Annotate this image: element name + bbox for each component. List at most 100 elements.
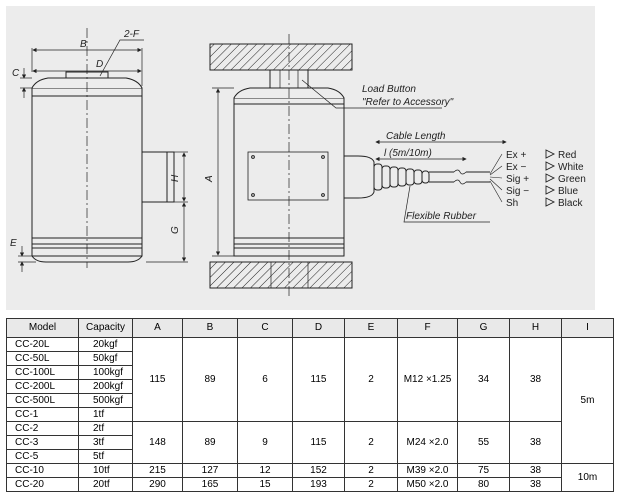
dim-label-e: E <box>10 238 17 249</box>
dim-g-cell: 80 <box>457 477 510 492</box>
flexible-rubber-label: Flexible Rubber <box>406 211 477 222</box>
dimension-labels: B 2-F D C H G E A <box>10 29 215 249</box>
wire-row-ex-plus: Ex + Red <box>506 149 576 161</box>
dim-a-cell: 290 <box>132 477 183 492</box>
triangle-right-icon <box>545 173 556 183</box>
dim-e-cell: 2 <box>344 337 398 422</box>
dim-g-cell: 75 <box>457 463 510 478</box>
dim-label-2f: 2-F <box>123 29 140 40</box>
column-header: Capacity <box>78 318 133 338</box>
dim-c-cell: 12 <box>237 463 293 478</box>
column-header: D <box>292 318 345 338</box>
table-row: CC-50L 50kgf <box>6 351 614 366</box>
table-row: CC-200L 200kgf <box>6 379 614 394</box>
wire-color: Blue <box>558 186 578 197</box>
dim-f-cell: M39 ×2.0 <box>397 463 458 478</box>
capacity-cell: 20tf <box>78 477 133 492</box>
dim-d-cell: 115 <box>292 421 345 464</box>
triangle-right-icon <box>545 197 556 207</box>
dim-e-cell: 2 <box>344 477 398 492</box>
column-header: C <box>237 318 293 338</box>
load-button-label: Load Button <box>362 84 416 95</box>
dim-d-cell: 152 <box>292 463 345 478</box>
dim-d-cell: 193 <box>292 477 345 492</box>
capacity-cell: 20kgf <box>78 337 133 352</box>
table-row: CC-2 2tf 148 89 9 115 2 M24 ×2.0 55 38 <box>6 421 614 464</box>
wire-row-ex-minus: Ex − White <box>506 161 584 173</box>
capacity-cell: 200kgf <box>78 379 133 394</box>
column-header: B <box>182 318 238 338</box>
column-header: E <box>344 318 398 338</box>
table-row: CC-1 1tf <box>6 407 614 422</box>
column-header: G <box>457 318 510 338</box>
table-row: CC-500L 500kgf <box>6 393 614 408</box>
dim-h-cell: 38 <box>509 463 562 478</box>
table-row: CC-20 20tf 290 165 15 193 2 M50 ×2.0 80 … <box>6 477 614 492</box>
model-cell: CC-20 <box>6 477 79 492</box>
model-cell: CC-200L <box>6 379 79 394</box>
table-row: CC-3 3tf <box>6 435 614 450</box>
model-cell: CC-100L <box>6 365 79 380</box>
front-view <box>18 28 188 272</box>
column-header: F <box>397 318 458 338</box>
dim-e-cell: 2 <box>344 463 398 478</box>
capacity-cell: 3tf <box>78 435 133 450</box>
triangle-right-icon <box>545 185 556 195</box>
cable-length-label: Cable Length <box>386 131 446 142</box>
dim-b-cell: 165 <box>182 477 238 492</box>
capacity-cell: 50kgf <box>78 351 133 366</box>
dim-c-cell: 6 <box>237 337 293 422</box>
dim-label-c: C <box>12 68 20 79</box>
model-cell: CC-5 <box>6 449 79 464</box>
model-cell: CC-10 <box>6 463 79 478</box>
wire-signal: Sig − <box>506 186 529 197</box>
dim-f-cell: M24 ×2.0 <box>397 421 458 464</box>
callout-labels: Load Button "Refer to Accessory" Cable L… <box>362 84 477 222</box>
wire-row-shield: Sh Black <box>506 197 583 209</box>
dim-e-cell: 2 <box>344 421 398 464</box>
dim-c-cell: 9 <box>237 421 293 464</box>
table-row: CC-10 10tf 215 127 12 152 2 M39 ×2.0 75 … <box>6 463 614 492</box>
capacity-cell: 2tf <box>78 421 133 436</box>
dim-d-cell: 115 <box>292 337 345 422</box>
dim-f-cell: M12 ×1.25 <box>397 337 458 422</box>
accessory-note: "Refer to Accessory" <box>362 97 454 108</box>
model-cell: CC-500L <box>6 393 79 408</box>
wire-row-sig-minus: Sig − Blue <box>506 185 578 197</box>
dim-h-cell: 38 <box>509 477 562 492</box>
dim-label-a: A <box>204 175 215 183</box>
dim-a-cell: 115 <box>132 337 183 422</box>
dim-c-cell: 15 <box>237 477 293 492</box>
dim-a-cell: 215 <box>132 463 183 478</box>
triangle-right-icon <box>545 161 556 171</box>
model-cell: CC-3 <box>6 435 79 450</box>
dim-f-cell: M50 ×2.0 <box>397 477 458 492</box>
dim-label-g: G <box>170 226 181 234</box>
dim-h-cell: 38 <box>509 337 562 422</box>
dim-g-cell: 55 <box>457 421 510 464</box>
capacity-cell: 100kgf <box>78 365 133 380</box>
dim-a-cell: 148 <box>132 421 183 464</box>
spec-table: Model Capacity A B C D E F G H I CC-20L … <box>6 318 614 492</box>
dim-i-cell: 5m <box>561 337 614 464</box>
column-header: A <box>132 318 183 338</box>
dim-label-d: D <box>96 59 103 70</box>
dim-b-cell: 89 <box>182 421 238 464</box>
capacity-cell: 500kgf <box>78 393 133 408</box>
dim-g-cell: 34 <box>457 337 510 422</box>
model-cell: CC-2 <box>6 421 79 436</box>
wire-signal: Ex − <box>506 162 526 173</box>
wire-row-sig-plus: Sig + Green <box>506 173 586 185</box>
wire-color: Green <box>558 174 586 185</box>
table-row: CC-5 5tf <box>6 449 614 464</box>
table-row: CC-20L 20kgf 115 89 6 115 2 M12 ×1.25 34… <box>6 337 614 464</box>
dim-label-h: H <box>170 174 181 182</box>
cable-spec-label: l (5m/10m) <box>384 148 432 159</box>
wire-signal: Sh <box>506 198 518 209</box>
dim-label-b: B <box>80 39 87 50</box>
model-cell: CC-50L <box>6 351 79 366</box>
side-view <box>209 34 507 298</box>
capacity-cell: 1tf <box>78 407 133 422</box>
column-header: Model <box>6 318 79 338</box>
wire-signal: Ex + <box>506 150 526 161</box>
